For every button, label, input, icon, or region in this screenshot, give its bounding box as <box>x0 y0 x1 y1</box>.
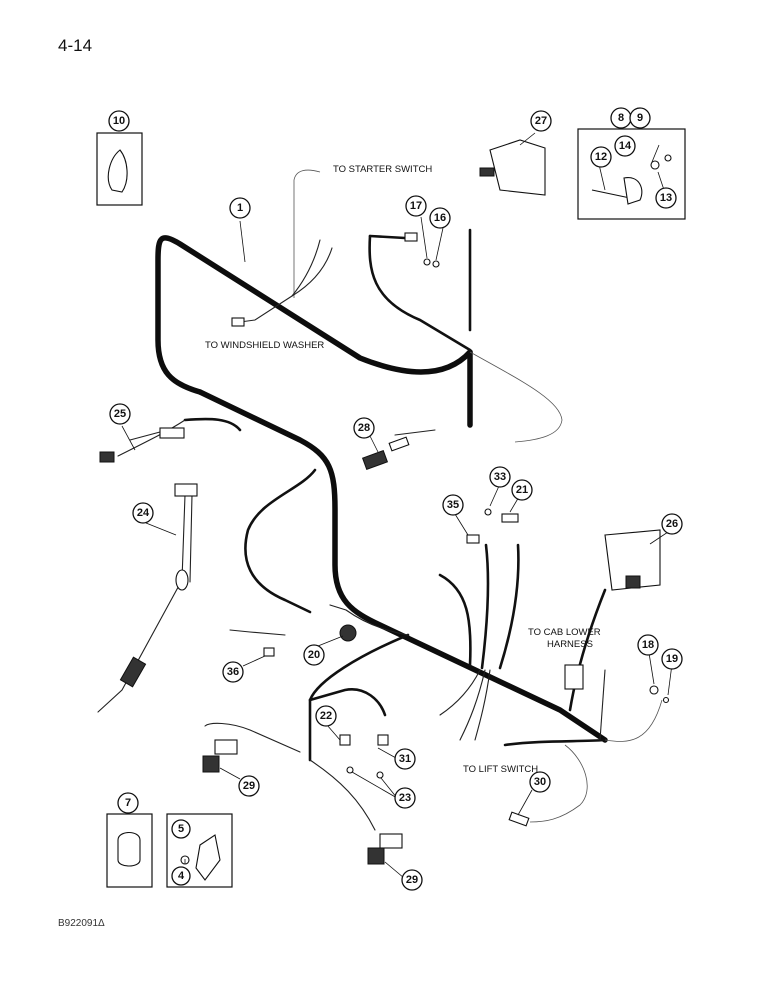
main-harness <box>155 235 608 743</box>
label-harness: HARNESS <box>547 639 593 650</box>
callout-30: 30 <box>529 771 551 793</box>
callout-18: 18 <box>637 634 659 656</box>
svg-text:13: 13 <box>660 192 672 204</box>
svg-text:23: 23 <box>399 792 411 804</box>
svg-text:26: 26 <box>666 518 678 530</box>
svg-text:29: 29 <box>243 780 255 792</box>
callout-28: 28 <box>353 417 375 439</box>
thin-wires <box>97 169 663 831</box>
callout-14: 14 <box>614 135 636 157</box>
callout-17: 17 <box>405 195 427 217</box>
inset-10 <box>96 132 143 206</box>
callout-33: 33 <box>489 466 511 488</box>
svg-text:25: 25 <box>114 408 126 420</box>
inset-7 <box>106 813 153 888</box>
callout-29-upper: 29 <box>238 775 260 797</box>
callout-9: 9 <box>629 107 651 129</box>
svg-text:28: 28 <box>358 422 370 434</box>
svg-text:16: 16 <box>434 212 446 224</box>
callout-26: 26 <box>661 513 683 535</box>
svg-text:30: 30 <box>534 776 546 788</box>
callout-8: 8 <box>610 107 632 129</box>
leaders <box>121 132 673 879</box>
svg-text:12: 12 <box>595 151 607 163</box>
callout-35: 35 <box>442 494 464 516</box>
svg-text:22: 22 <box>320 710 332 722</box>
parts <box>99 139 670 865</box>
svg-text:1: 1 <box>237 202 243 214</box>
svg-text:10: 10 <box>113 115 125 127</box>
label-to-lift-switch: TO LIFT SWITCH <box>463 764 538 775</box>
page-number: 4-14 <box>58 36 93 55</box>
callout-20: 20 <box>303 644 325 666</box>
svg-text:8: 8 <box>618 112 624 124</box>
svg-text:14: 14 <box>619 140 632 152</box>
callout-31: 31 <box>394 748 416 770</box>
callout-5: 5 <box>171 819 191 839</box>
callout-36: 36 <box>222 661 244 683</box>
figure-id: B922091Δ <box>58 918 105 929</box>
callout-4: 4 <box>171 866 191 886</box>
svg-text:17: 17 <box>410 200 422 212</box>
callout-13: 13 <box>655 187 677 209</box>
callout-23: 23 <box>394 787 416 809</box>
label-to-starter-switch: TO STARTER SWITCH <box>333 164 432 175</box>
svg-text:29: 29 <box>406 874 418 886</box>
svg-text:20: 20 <box>308 649 320 661</box>
svg-text:4: 4 <box>178 870 185 882</box>
svg-text:31: 31 <box>399 753 411 765</box>
callout-25: 25 <box>109 403 131 425</box>
svg-text:33: 33 <box>494 471 506 483</box>
svg-text:19: 19 <box>666 653 678 665</box>
callout-16: 16 <box>429 207 451 229</box>
svg-text:36: 36 <box>227 666 239 678</box>
callout-19: 19 <box>661 648 683 670</box>
label-to-cab-lower: TO CAB LOWER <box>528 627 601 638</box>
label-to-windshield-washer: TO WINDSHIELD WASHER <box>205 340 324 351</box>
callout-29-lower: 29 <box>401 869 423 891</box>
callout-24: 24 <box>132 502 154 524</box>
svg-text:9: 9 <box>637 112 643 124</box>
callout-10: 10 <box>108 110 130 132</box>
callout-21: 21 <box>511 479 533 501</box>
callout-7: 7 <box>117 792 139 814</box>
svg-text:18: 18 <box>642 639 654 651</box>
callout-12: 12 <box>590 146 612 168</box>
svg-text:5: 5 <box>178 823 184 835</box>
branches <box>183 228 607 762</box>
svg-text:21: 21 <box>516 484 528 496</box>
callout-1: 1 <box>229 197 251 219</box>
callout-27: 27 <box>530 110 552 132</box>
callout-22: 22 <box>315 705 337 727</box>
svg-text:24: 24 <box>137 507 150 519</box>
svg-text:7: 7 <box>125 797 131 809</box>
svg-text:35: 35 <box>447 499 459 511</box>
svg-text:27: 27 <box>535 115 547 127</box>
